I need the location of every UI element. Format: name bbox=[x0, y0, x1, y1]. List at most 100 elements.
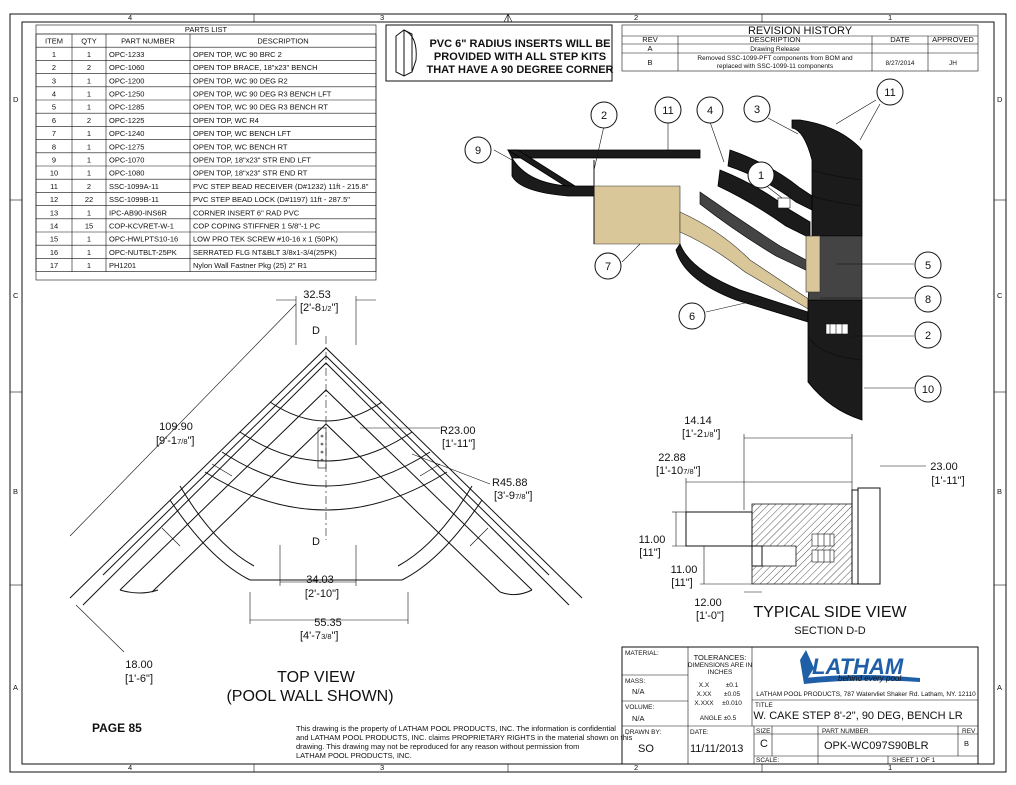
zone-top-1: 1 bbox=[888, 13, 892, 22]
callout-balloon bbox=[914, 321, 942, 349]
rev-b-desc-2: replaced with SSC-1099-11 components bbox=[717, 63, 834, 70]
dim-bench-ft: [1'-6"] bbox=[125, 673, 153, 685]
drawing-title: W. CAKE STEP 8'-2", 90 DEG, BENCH LR bbox=[753, 710, 962, 722]
zone-left-d: D bbox=[13, 95, 19, 104]
side-dim-4: 11.00 bbox=[639, 534, 666, 546]
radius-outer-ft: [3'-97/8"] bbox=[494, 490, 532, 502]
parts-list-qty: 1 bbox=[87, 103, 91, 112]
callout-number: 8 bbox=[925, 294, 931, 306]
zone-right-d: D bbox=[997, 95, 1003, 104]
parts-list-description: OPEN TOP, 18"x23" STR END RT bbox=[193, 169, 308, 178]
parts-list-item: 6 bbox=[52, 116, 56, 125]
zone-top-4: 4 bbox=[128, 13, 132, 22]
callout-balloon bbox=[654, 96, 682, 124]
rev-a-desc: Drawing Release bbox=[750, 46, 800, 53]
parts-list-qty: 1 bbox=[87, 129, 91, 138]
dim-inner: 34.03 bbox=[306, 574, 334, 586]
rev-header-date: DATE bbox=[890, 35, 909, 44]
parts-list-header: ITEM bbox=[45, 37, 63, 46]
side-dim-2-ft: [1'-107/8"] bbox=[656, 465, 701, 477]
rev-header-desc: DESCRIPTION bbox=[749, 35, 800, 44]
rev-b-desc-1: Removed SSC-1099-PFT components from BOM… bbox=[697, 55, 853, 62]
parts-list-description: CORNER INSERT 6" RAD PVC bbox=[193, 208, 300, 217]
parts-list-qty: 1 bbox=[87, 50, 91, 59]
parts-list-header: QTY bbox=[81, 37, 96, 46]
callout-balloon bbox=[914, 285, 942, 313]
zone-top-3: 3 bbox=[380, 13, 384, 22]
zone-right-c: C bbox=[997, 291, 1003, 300]
tol-format: X.XXX bbox=[694, 700, 714, 707]
latham-logo: LATHAM behind every pool bbox=[800, 650, 920, 684]
mass-label: MASS: bbox=[625, 678, 645, 685]
rev-value: B bbox=[964, 739, 969, 748]
section-mark-bottom: D bbox=[312, 536, 320, 548]
radius-outer: R45.88 bbox=[492, 477, 527, 489]
rev-a: A bbox=[647, 44, 652, 53]
dim-left: 109.90 bbox=[159, 421, 193, 433]
angle-tolerance: ANGLE ±0.5 bbox=[700, 715, 737, 722]
side-dim-5-ft: [11"] bbox=[671, 577, 692, 589]
size-value: C bbox=[760, 738, 768, 750]
rev-b-date: 8/27/2014 bbox=[886, 60, 915, 67]
dim-outer: 55.35 bbox=[314, 617, 342, 629]
parts-list-item: 15 bbox=[50, 235, 58, 244]
top-view-title: TOP VIEW bbox=[277, 669, 356, 686]
callout-balloon bbox=[696, 96, 724, 124]
parts-list-qty: 1 bbox=[87, 261, 91, 270]
zone-top-2: 2 bbox=[634, 13, 638, 22]
part-number-label: PART NUMBER bbox=[822, 728, 869, 735]
parts-list-description: COP COPING STIFFNER 1 5/8"-1 PC bbox=[193, 222, 321, 231]
parts-list-part-number: PH1201 bbox=[109, 261, 136, 270]
callout-balloon bbox=[914, 251, 942, 279]
parts-list-description: PVC STEP BEAD RECEIVER (D#1232) 11ft - 2… bbox=[193, 182, 369, 191]
parts-list-part-number: OPC-1060 bbox=[109, 63, 144, 72]
title-label: TITLE bbox=[755, 702, 773, 709]
parts-list-qty: 1 bbox=[87, 169, 91, 178]
side-dim-4-ft: [11"] bbox=[639, 547, 660, 559]
disclaimer-line-4: LATHAM POOL PRODUCTS, INC. bbox=[296, 751, 412, 760]
volume-label: VOLUME: bbox=[625, 704, 654, 711]
dim-bench: 18.00 bbox=[125, 659, 153, 671]
parts-list-item: 9 bbox=[52, 156, 56, 165]
parts-list-item: 13 bbox=[50, 208, 58, 217]
parts-list-part-number: OPC-1070 bbox=[109, 156, 144, 165]
parts-list-qty: 1 bbox=[87, 90, 91, 99]
radius-inner: R23.00 bbox=[440, 425, 475, 437]
parts-list-part-number: OPC-1285 bbox=[109, 103, 144, 112]
callout-number: 1 bbox=[758, 170, 764, 182]
parts-list-item: 4 bbox=[52, 90, 56, 99]
parts-list-description: SERRATED FLG NT&BLT 3/8x1-3/4(25PK) bbox=[193, 248, 337, 257]
dim-outer-ft: [4'-73/8"] bbox=[300, 630, 338, 642]
parts-list-part-number: OPC-1080 bbox=[109, 169, 144, 178]
parts-list-title: PARTS LIST bbox=[185, 25, 228, 34]
side-view-subtitle: SECTION D-D bbox=[794, 625, 866, 637]
zone-bottom-2: 2 bbox=[634, 763, 638, 772]
side-dim-1-ft: [1'-21/8"] bbox=[682, 428, 720, 440]
parts-list-part-number: OPC-1225 bbox=[109, 116, 144, 125]
side-dim-2: 22.88 bbox=[658, 452, 686, 464]
callout-balloon bbox=[590, 101, 618, 129]
parts-list-part-number: OPC-1275 bbox=[109, 142, 144, 151]
callout-balloon bbox=[876, 78, 904, 106]
parts-list-description: OPEN TOP, 18"x23" STR END LFT bbox=[193, 156, 311, 165]
parts-list-item: 8 bbox=[52, 142, 56, 151]
callout-number: 2 bbox=[601, 110, 607, 122]
note-line-2: PROVIDED WITH ALL STEP KITS bbox=[434, 51, 606, 63]
top-view-subtitle: (POOL WALL SHOWN) bbox=[226, 688, 393, 705]
parts-list-part-number: OPC-1250 bbox=[109, 90, 144, 99]
parts-list-description: OPEN TOP, WC R4 bbox=[193, 116, 259, 125]
parts-list-part-number: OPC-1240 bbox=[109, 129, 144, 138]
side-view: 14.14 [1'-21/8"] 22.88 [1'-107/8"] 23.00… bbox=[639, 415, 965, 637]
rev-b-approved: JH bbox=[949, 60, 957, 67]
parts-list-item: 11 bbox=[50, 182, 58, 191]
parts-list-item: 12 bbox=[50, 195, 58, 204]
parts-list-description: OPEN TOP, WC BENCH LFT bbox=[193, 129, 291, 138]
parts-list-part-number: IPC-AB90-INS6R bbox=[109, 208, 168, 217]
parts-list-qty: 1 bbox=[87, 142, 91, 151]
dim-top-ft: [2'-81/2"] bbox=[300, 302, 338, 314]
zone-right-b: B bbox=[997, 487, 1002, 496]
note-line-1: PVC 6" RADIUS INSERTS WILL BE bbox=[429, 38, 610, 50]
parts-list-qty: 1 bbox=[87, 208, 91, 217]
